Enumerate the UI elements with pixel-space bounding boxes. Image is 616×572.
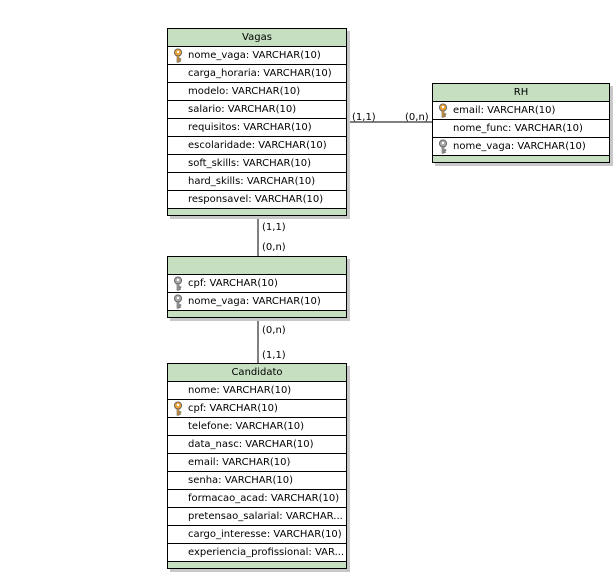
attribute-row[interactable]: pretensao_salarial: VARCHAR...	[168, 508, 346, 526]
attribute-row[interactable]: hard_skills: VARCHAR(10)	[168, 173, 346, 191]
cardinality-vagas-rh-right: (0,n)	[405, 112, 429, 123]
attribute-row[interactable]: nome_vaga: VARCHAR(10)	[433, 138, 609, 155]
attribute-row[interactable]: responsavel: VARCHAR(10)	[168, 191, 346, 208]
attribute-label: pretensao_salarial: VARCHAR...	[188, 511, 343, 522]
attribute-label: soft_skills: VARCHAR(10)	[188, 158, 311, 169]
entity-title: Vagas	[168, 29, 346, 47]
foreign-key-icon	[437, 139, 449, 154]
attribute-row[interactable]: nome_func: VARCHAR(10)	[433, 120, 609, 138]
foreign-key-icon	[172, 294, 184, 309]
entity-footer	[168, 208, 346, 215]
attribute-row[interactable]: soft_skills: VARCHAR(10)	[168, 155, 346, 173]
attribute-label: email: VARCHAR(10)	[453, 105, 556, 116]
attribute-label: cpf: VARCHAR(10)	[188, 403, 278, 414]
attribute-label: nome: VARCHAR(10)	[188, 385, 292, 396]
cardinality-vagas-assoc-bottom: (0,n)	[262, 242, 286, 253]
entity-footer	[433, 155, 609, 162]
attribute-label: nome_vaga: VARCHAR(10)	[188, 50, 321, 61]
entity-title	[168, 257, 346, 275]
attribute-row[interactable]: data_nasc: VARCHAR(10)	[168, 436, 346, 454]
attribute-row[interactable]: cargo_interesse: VARCHAR(10)	[168, 526, 346, 544]
attribute-label: telefone: VARCHAR(10)	[188, 421, 304, 432]
attribute-label: senha: VARCHAR(10)	[188, 475, 294, 486]
attribute-row[interactable]: telefone: VARCHAR(10)	[168, 418, 346, 436]
entity-rh[interactable]: RH email: VARCHAR(10) nome_func: VARCHAR(…	[432, 83, 610, 163]
entity-footer	[168, 310, 346, 317]
attribute-row[interactable]: carga_horaria: VARCHAR(10)	[168, 65, 346, 83]
attribute-row[interactable]: formacao_acad: VARCHAR(10)	[168, 490, 346, 508]
attribute-label: experiencia_profissional: VAR...	[188, 547, 345, 558]
attribute-row[interactable]: email: VARCHAR(10)	[168, 454, 346, 472]
attribute-label: modelo: VARCHAR(10)	[188, 86, 301, 97]
attribute-label: escolaridade: VARCHAR(10)	[188, 140, 327, 151]
entity-title: RH	[433, 84, 609, 102]
attribute-row[interactable]: escolaridade: VARCHAR(10)	[168, 137, 346, 155]
entity-vagas[interactable]: Vagas nome_vaga: VARCHAR(10) carga_horari…	[167, 28, 347, 216]
attribute-row[interactable]: salario: VARCHAR(10)	[168, 101, 346, 119]
attribute-row[interactable]: nome: VARCHAR(10)	[168, 382, 346, 400]
attribute-label: nome_func: VARCHAR(10)	[453, 123, 583, 134]
attribute-label: email: VARCHAR(10)	[188, 457, 291, 468]
entity-title: Candidato	[168, 364, 346, 382]
attribute-row[interactable]: cpf: VARCHAR(10)	[168, 400, 346, 418]
entity-candidato[interactable]: Candidato nome: VARCHAR(10) cpf: VARCHAR(…	[167, 363, 347, 569]
cardinality-assoc-cand-top: (0,n)	[262, 325, 286, 336]
cardinality-assoc-cand-bottom: (1,1)	[262, 350, 286, 361]
attribute-row[interactable]: cpf: VARCHAR(10)	[168, 275, 346, 293]
attribute-row[interactable]: senha: VARCHAR(10)	[168, 472, 346, 490]
entity-footer	[168, 561, 346, 568]
attribute-label: cargo_interesse: VARCHAR(10)	[188, 529, 342, 540]
attribute-label: hard_skills: VARCHAR(10)	[188, 176, 316, 187]
primary-key-icon	[172, 401, 184, 416]
cardinality-vagas-rh-left: (1,1)	[352, 112, 376, 123]
attribute-label: salario: VARCHAR(10)	[188, 104, 297, 115]
attribute-row[interactable]: nome_vaga: VARCHAR(10)	[168, 47, 346, 65]
attribute-row[interactable]: experiencia_profissional: VAR...	[168, 544, 346, 561]
attribute-label: nome_vaga: VARCHAR(10)	[453, 141, 586, 152]
primary-key-icon	[172, 48, 184, 63]
attribute-label: formacao_acad: VARCHAR(10)	[188, 493, 340, 504]
attribute-label: nome_vaga: VARCHAR(10)	[188, 296, 321, 307]
cardinality-vagas-assoc-top: (1,1)	[262, 222, 286, 233]
attribute-row[interactable]: nome_vaga: VARCHAR(10)	[168, 293, 346, 310]
attribute-label: data_nasc: VARCHAR(10)	[188, 439, 314, 450]
foreign-key-icon	[172, 276, 184, 291]
attribute-label: requisitos: VARCHAR(10)	[188, 122, 312, 133]
attribute-label: carga_horaria: VARCHAR(10)	[188, 68, 332, 79]
attribute-row[interactable]: email: VARCHAR(10)	[433, 102, 609, 120]
attribute-label: cpf: VARCHAR(10)	[188, 278, 278, 289]
attribute-label: responsavel: VARCHAR(10)	[188, 194, 324, 205]
primary-key-icon	[437, 103, 449, 118]
attribute-row[interactable]: requisitos: VARCHAR(10)	[168, 119, 346, 137]
entity-association[interactable]: cpf: VARCHAR(10) nome_vaga: VARCHAR(10)	[167, 256, 347, 318]
attribute-row[interactable]: modelo: VARCHAR(10)	[168, 83, 346, 101]
